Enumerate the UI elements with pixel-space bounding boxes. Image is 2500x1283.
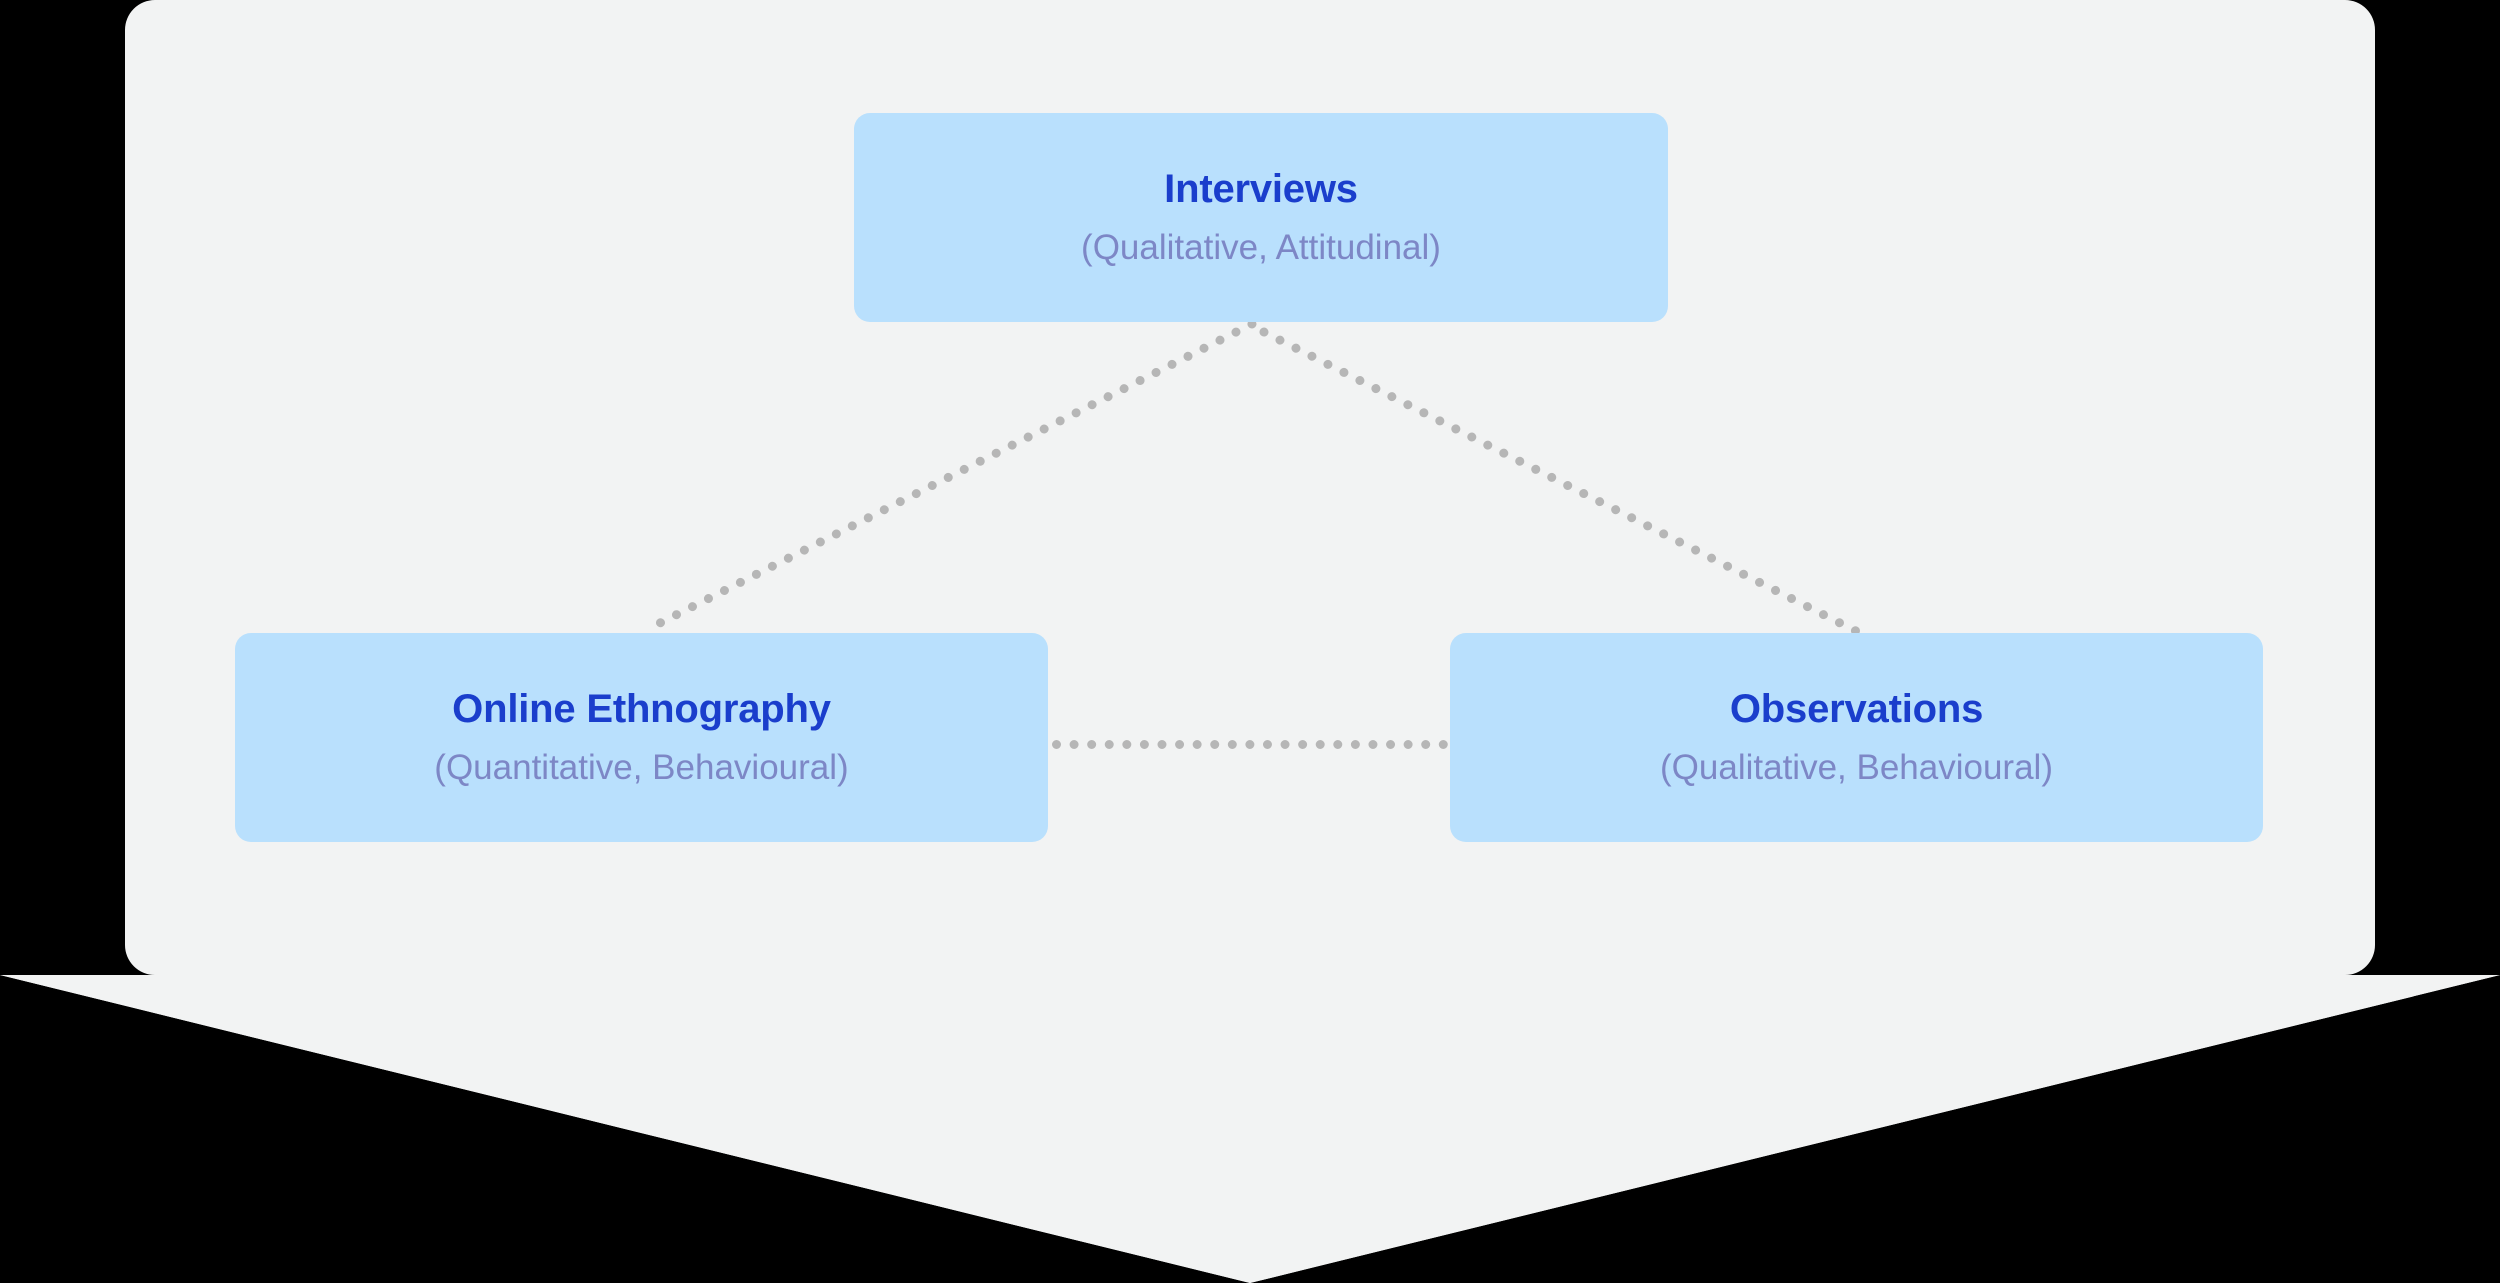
arrow-banner-wings-path <box>0 975 2500 1283</box>
arrow-banner-right-notch-path <box>2345 0 2500 975</box>
node-online-ethnography-subtitle: (Quantitative, Behavioural) <box>434 748 849 788</box>
node-online-ethnography-title: Online Ethnography <box>452 687 831 732</box>
node-observations-title: Observations <box>1729 687 1984 732</box>
node-observations[interactable]: Observations (Qualitative, Behavioural) <box>1450 633 2263 842</box>
node-interviews-title: Interviews <box>1164 167 1358 212</box>
node-online-ethnography[interactable]: Online Ethnography (Quantitative, Behavi… <box>235 633 1048 842</box>
node-interviews[interactable]: Interviews (Qualitative, Attitudinal) <box>854 113 1668 322</box>
arrow-banner-left-notch-path <box>0 0 155 975</box>
node-observations-subtitle: (Qualitative, Behavioural) <box>1660 748 2053 788</box>
node-interviews-subtitle: (Qualitative, Attitudinal) <box>1081 228 1441 268</box>
